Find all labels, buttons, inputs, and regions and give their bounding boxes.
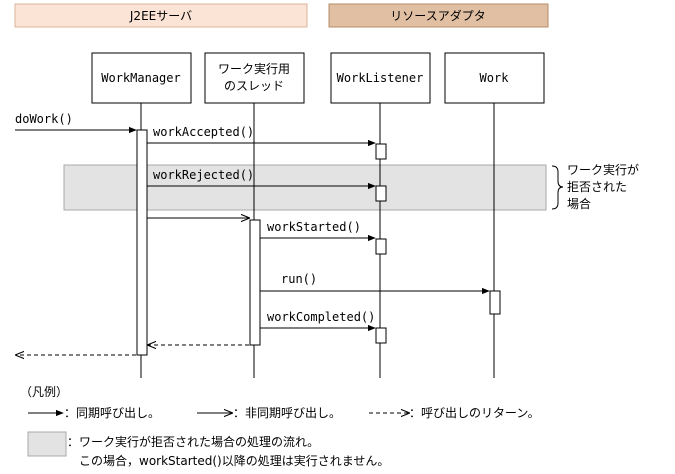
rejection-brace xyxy=(551,165,564,210)
j2ee-server-label: J2EEサーバ xyxy=(129,9,192,23)
worker-thread-label-line2: のスレッド xyxy=(224,79,284,93)
listener-activation-completed xyxy=(375,327,387,344)
legend-shaded-line1: ：ワーク実行が拒否された場合の処理の流れ。 xyxy=(67,434,319,449)
work-listener-label: WorkListener xyxy=(337,71,424,85)
rejection-note-line1: ワーク実行が xyxy=(567,162,639,177)
legend-sync-label: ：同期呼び出し。 xyxy=(64,406,160,420)
do-work-label: doWork() xyxy=(15,112,73,126)
work-listener-box xyxy=(330,52,431,104)
listener-activation-accepted xyxy=(375,143,387,160)
work-started-label: workStarted() xyxy=(267,220,361,234)
work-activation-run xyxy=(489,290,501,315)
work-rejected-label: workRejected() xyxy=(153,168,254,182)
legend-return-label: ：呼び出しのリターン。 xyxy=(409,406,540,420)
work-manager-activation xyxy=(136,129,148,356)
worker-thread-label-line1: ワーク実行用 xyxy=(218,61,290,76)
rejection-flow-area xyxy=(63,164,547,211)
legend-shaded-swatch xyxy=(27,431,67,457)
resource-adapter-label: リソースアダプタ xyxy=(390,8,485,23)
work-manager-label: WorkManager xyxy=(101,71,180,85)
legend-title: （凡例） xyxy=(20,385,68,399)
work-box xyxy=(444,52,545,104)
rejection-note-line3: 場合 xyxy=(567,196,591,211)
rejection-note-line2: 拒否された xyxy=(567,180,627,194)
resource-adapter-region xyxy=(328,3,549,28)
listener-activation-rejected xyxy=(375,185,387,202)
work-label: Work xyxy=(480,71,510,85)
work-accepted-label: workAccepted() xyxy=(153,125,254,139)
worker-thread-activation xyxy=(249,219,261,346)
work-completed-label: workCompleted() xyxy=(267,310,375,324)
listener-activation-started xyxy=(375,238,387,255)
legend-shaded-line2: この場合，workStarted()以降の処理は実行されません。 xyxy=(79,453,389,468)
run-label: run() xyxy=(281,272,317,286)
legend-async-label: ：非同期呼び出し。 xyxy=(233,406,341,420)
j2ee-server-region xyxy=(14,3,308,28)
worker-thread-box xyxy=(204,52,305,104)
